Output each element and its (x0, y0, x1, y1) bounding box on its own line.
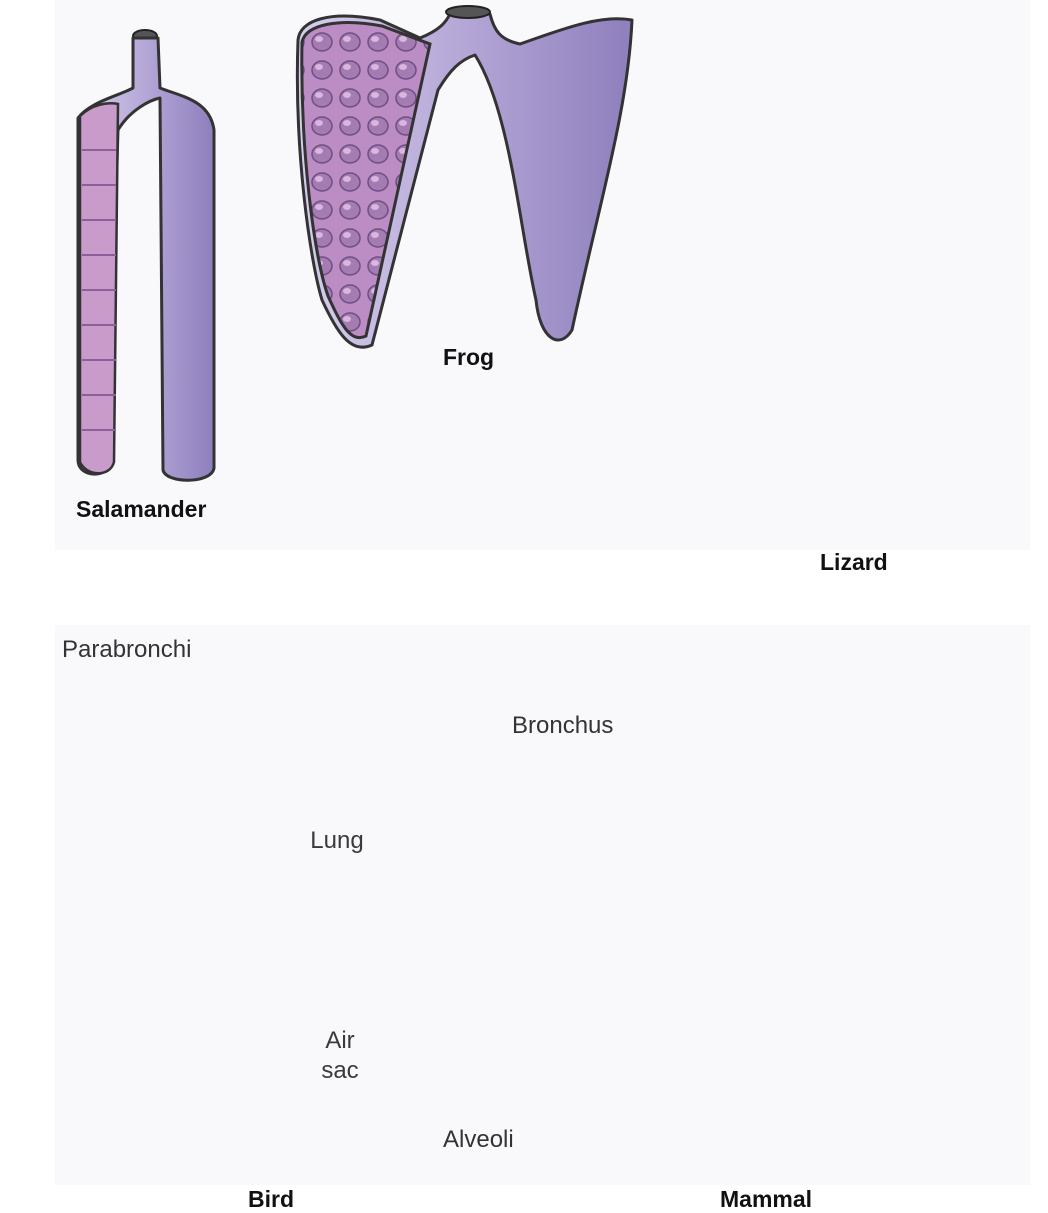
label-salamander: Salamander (76, 496, 207, 522)
label-lung: Lung (310, 827, 364, 854)
label-frog: Frog (443, 344, 495, 370)
salamander-lungs (76, 29, 216, 482)
label-lizard: Lizard (820, 549, 888, 575)
label-alveoli: Alveoli (443, 1126, 514, 1153)
label-air-sac: Air sac (321, 1027, 359, 1084)
frog-lungs (295, 5, 634, 349)
bottom-panel-background (55, 625, 1030, 1185)
label-parabronchi: Parabronchi (62, 636, 192, 663)
label-bronchus: Bronchus (512, 712, 614, 739)
